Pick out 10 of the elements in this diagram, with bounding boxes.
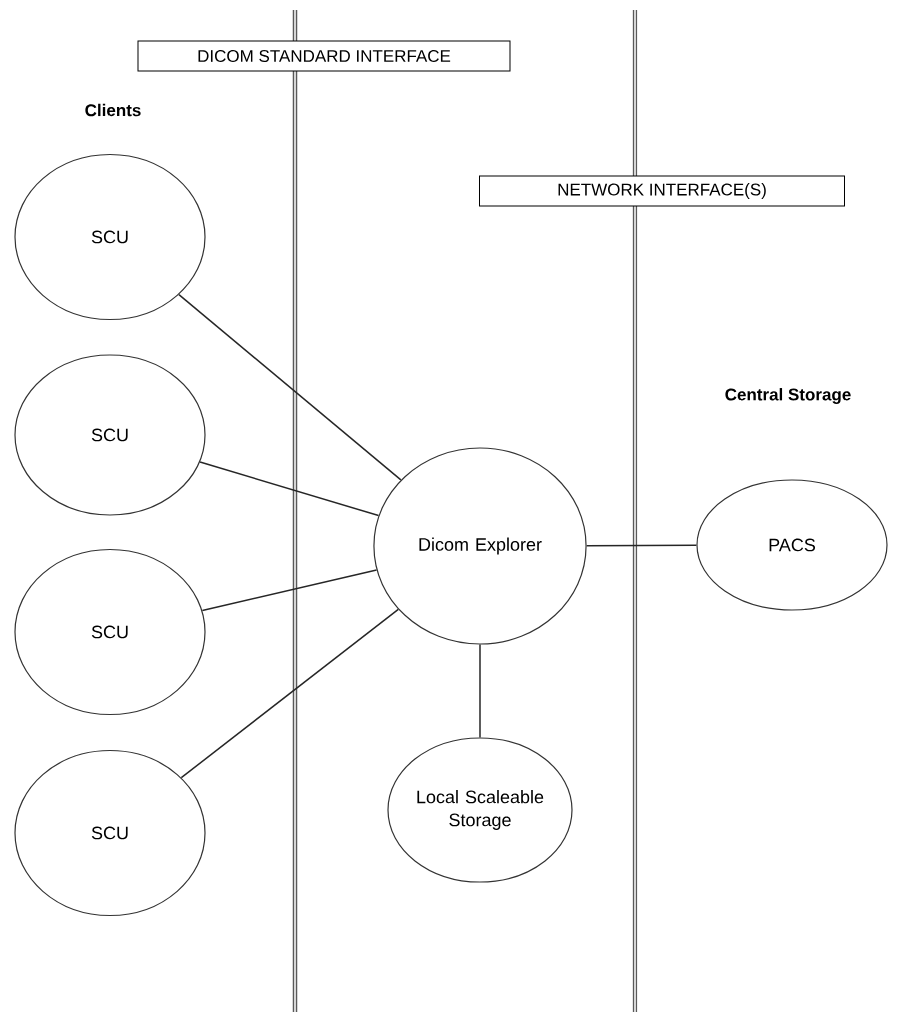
connector-line [201, 569, 378, 612]
connector-line [585, 544, 698, 547]
interface-label-box: NETWORK INTERFACE(S) [479, 175, 845, 207]
interface-label-box: DICOM STANDARD INTERFACE [137, 40, 511, 72]
connector-line [180, 608, 400, 779]
connector-line [479, 643, 481, 739]
group-heading: Clients [85, 103, 141, 117]
connector-line [199, 461, 380, 517]
group-heading: Central Storage [725, 388, 851, 404]
connector-line [178, 293, 402, 481]
